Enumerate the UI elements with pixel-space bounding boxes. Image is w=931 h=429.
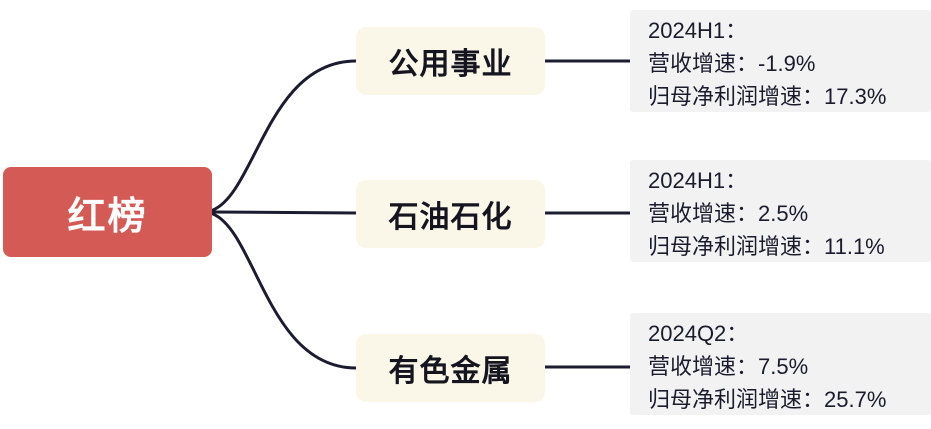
branch-label: 有色金属	[388, 355, 513, 388]
detail-period: 2024Q2：	[648, 321, 749, 346]
detail-revenue-growth: 营收增速：-1.9%	[648, 51, 816, 76]
branch-node-petroleum[interactable]: 石油石化	[356, 180, 545, 248]
branch-node-nonferrous-metals[interactable]: 有色金属	[356, 334, 545, 402]
root-label: 红榜	[67, 195, 148, 238]
detail-period: 2024H1：	[648, 168, 748, 193]
detail-box-petroleum[interactable]: 2024H1： 营收增速：2.5% 归母净利润增速：11.1%	[630, 160, 931, 262]
detail-box-nonferrous-metals[interactable]: 2024Q2： 营收增速：7.5% 归母净利润增速：25.7%	[630, 313, 931, 415]
branch-node-utilities[interactable]: 公用事业	[356, 27, 545, 95]
detail-revenue-growth: 营收增速：2.5%	[648, 201, 809, 226]
branch-label: 石油石化	[388, 201, 513, 234]
detail-profit-growth: 归母净利润增速：25.7%	[648, 387, 887, 412]
link-root-to-branch-3	[211, 212, 358, 370]
link-root-to-branch-2	[211, 210, 358, 215]
detail-profit-growth: 归母净利润增速：11.1%	[648, 234, 885, 259]
detail-revenue-growth: 营收增速：7.5%	[648, 354, 809, 379]
link-root-to-branch-1	[211, 59, 358, 212]
branch-label: 公用事业	[388, 48, 513, 81]
root-node[interactable]: 红榜	[3, 167, 212, 257]
detail-box-utilities[interactable]: 2024H1： 营收增速：-1.9% 归母净利润增速：17.3%	[630, 10, 931, 112]
detail-profit-growth: 归母净利润增速：17.3%	[648, 84, 887, 109]
detail-period: 2024H1：	[648, 18, 748, 43]
